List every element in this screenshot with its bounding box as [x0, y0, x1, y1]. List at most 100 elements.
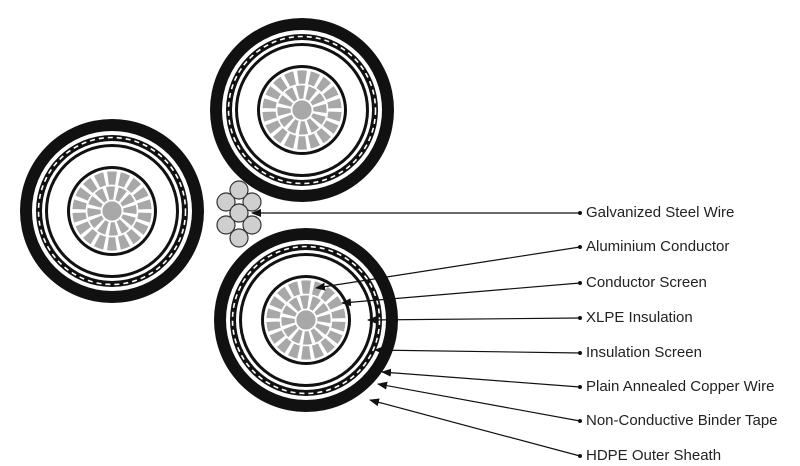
middle-strand	[304, 85, 318, 102]
middle-strand	[276, 106, 292, 118]
outer-strand	[311, 342, 326, 360]
outer-strand	[264, 119, 282, 136]
center-strand	[101, 200, 123, 222]
core-left	[20, 119, 204, 303]
outer-strand	[326, 97, 343, 110]
middle-strand	[298, 120, 310, 136]
middle-strand	[302, 330, 314, 346]
middle-strand	[96, 219, 110, 236]
outer-strand	[315, 126, 333, 145]
outer-strand	[265, 320, 282, 333]
middle-strand	[108, 221, 120, 237]
outer-strand	[326, 110, 343, 123]
leader-insulation-screen	[374, 346, 581, 355]
outer-strand	[117, 171, 132, 189]
outer-strand	[81, 227, 99, 246]
leader-lines	[251, 209, 582, 458]
galvanized-steel-wire-bundle	[216, 180, 262, 248]
label-plain-annealed-copper-wire: Plain Annealed Copper Wire	[586, 378, 774, 395]
callout-labels: Galvanized Steel Wire Aluminium Conducto…	[586, 204, 778, 464]
middle-strand	[281, 304, 298, 318]
middle-strand	[294, 84, 306, 100]
outer-strand	[307, 70, 322, 88]
outer-strand	[330, 320, 347, 333]
middle-strand	[312, 102, 328, 114]
leader-end-dot	[578, 211, 582, 215]
core-bottom	[214, 228, 398, 412]
middle-strand	[316, 312, 332, 324]
leader-end-dot	[578, 316, 582, 320]
outer-strand	[307, 132, 322, 150]
label-aluminium-conductor: Aluminium Conductor	[586, 238, 729, 255]
aluminium-conductor	[71, 170, 153, 252]
outer-strand	[271, 126, 289, 145]
middle-strand	[305, 117, 321, 134]
middle-strand	[104, 185, 116, 201]
middle-strand	[287, 296, 303, 313]
outer-strand	[282, 132, 297, 150]
outer-strand	[322, 119, 340, 136]
middle-strand	[122, 203, 138, 215]
outer-strand	[268, 329, 286, 346]
copper-wire-strands	[227, 35, 377, 185]
outer-strand	[326, 329, 344, 346]
cable-cores	[20, 18, 398, 412]
middle-strand	[308, 295, 322, 312]
middle-strand	[114, 186, 128, 203]
leader-aluminium-conductor	[315, 246, 581, 291]
label-galvanized-steel-wire: Galvanized Steel Wire	[586, 204, 734, 221]
steel-wire-center	[229, 203, 249, 223]
outer-strand	[92, 233, 107, 251]
leader-non-conductive-binder-tape	[377, 381, 581, 422]
middle-strand	[120, 213, 137, 227]
outer-strand	[106, 236, 118, 252]
middle-strand	[309, 91, 326, 107]
outer-strand	[315, 75, 333, 94]
leader-conductor-screen	[341, 282, 581, 307]
outer-strand	[296, 135, 308, 151]
outer-strand	[74, 185, 92, 202]
outer-strand	[71, 198, 88, 211]
leader-xlpe-insulation	[367, 315, 581, 324]
leader-end-dot	[578, 454, 582, 458]
middle-strand	[115, 218, 131, 235]
label-insulation-screen: Insulation Screen	[586, 344, 702, 361]
middle-strand	[93, 187, 109, 204]
center-strand	[295, 309, 317, 331]
aluminium-conductor	[265, 279, 347, 361]
steel-wire	[229, 180, 249, 200]
outer-strand	[300, 345, 312, 361]
outer-strand	[296, 69, 308, 85]
leader-hdpe-outer-sheath	[369, 398, 581, 457]
steel-wire	[216, 192, 236, 212]
middle-strand	[286, 118, 300, 135]
middle-strand	[280, 316, 296, 328]
steel-wire	[216, 215, 236, 235]
outer-strand	[125, 176, 143, 195]
outer-strand	[71, 211, 88, 224]
outer-strand	[117, 233, 132, 251]
outer-strand	[268, 294, 286, 311]
outer-strand	[136, 211, 153, 224]
copper-wire-strands	[37, 136, 187, 286]
outer-strand	[322, 84, 340, 101]
outer-strand	[265, 307, 282, 320]
middle-strand	[86, 207, 102, 219]
aluminium-conductor	[261, 69, 343, 151]
middle-strand	[87, 195, 104, 209]
middle-strand	[313, 301, 330, 317]
outer-strand	[330, 307, 347, 320]
outer-strand	[81, 176, 99, 195]
outer-strand	[74, 220, 92, 237]
outer-strand	[132, 220, 150, 237]
leader-end-dot	[578, 281, 582, 285]
middle-strand	[290, 328, 304, 345]
leader-end-dot	[578, 351, 582, 355]
outer-strand	[261, 110, 278, 123]
middle-strand	[310, 112, 327, 126]
outer-strand	[271, 75, 289, 94]
middle-strand	[277, 94, 294, 108]
outer-strand	[282, 70, 297, 88]
leader-plain-annealed-copper-wire	[381, 368, 581, 388]
